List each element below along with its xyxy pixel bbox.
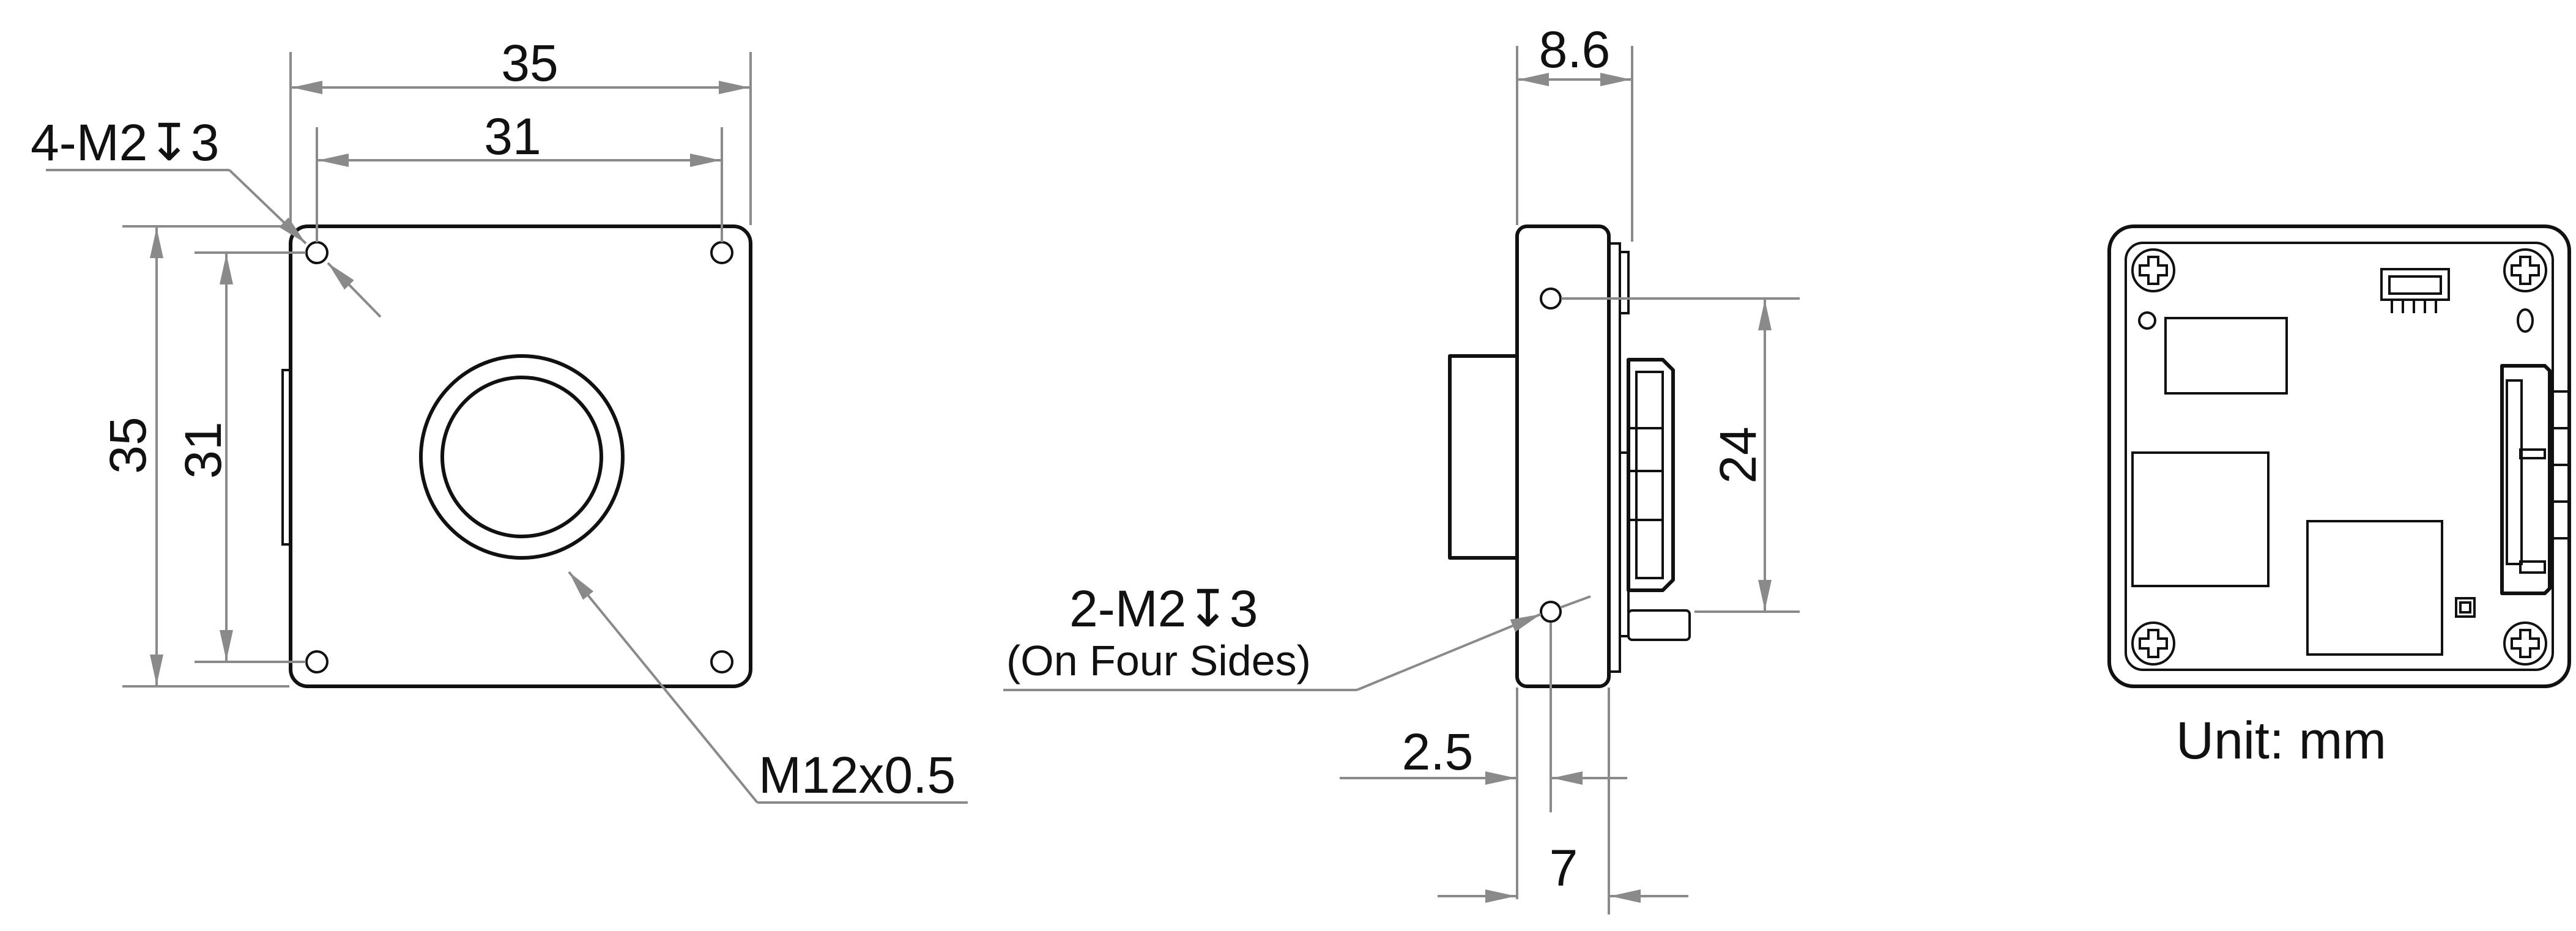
rear-chip-small — [2164, 317, 2288, 395]
front-side-tab — [281, 369, 291, 546]
side-view: 8.6 24 2-M2↧3 (On Four Sides) 2.5 7 — [1003, 21, 1800, 914]
side-component-top — [1619, 251, 1630, 314]
rear-screw-bottom-left — [2131, 621, 2175, 666]
label-on-four-sides: (On Four Sides) — [1006, 637, 1311, 684]
front-view: 35 31 35 31 4-M2↧3 M12x0.5 — [31, 34, 968, 804]
lens-mount-inner — [440, 376, 603, 538]
side-hole-top — [1540, 287, 1562, 310]
leader-4m2-tail — [327, 262, 382, 318]
rear-screw-top-left — [2131, 248, 2175, 292]
leader-4m2 — [228, 169, 307, 245]
label-2m2-holes: 2-M2↧3 — [1069, 580, 1258, 637]
label-hole-spacing-24: 24 — [1709, 426, 1767, 483]
mount-hole-bottom-right — [710, 650, 733, 673]
mount-hole-top-right — [710, 241, 733, 264]
rear-small-hole-left — [2138, 311, 2156, 330]
mount-hole-top-left — [305, 241, 328, 264]
lens-mount-outer — [419, 354, 625, 560]
rear-small-component — [2455, 597, 2476, 618]
rear-pcb-inner — [2125, 242, 2554, 671]
rear-usb-port — [2500, 364, 2569, 595]
side-tab-bottom — [1627, 609, 1691, 641]
side-usb-connector — [1627, 358, 1675, 592]
mount-hole-bottom-left — [305, 650, 328, 673]
rear-screw-bottom-right — [2503, 621, 2547, 666]
label-unit: Unit: mm — [2176, 711, 2386, 770]
leader-2m2 — [1356, 613, 1542, 691]
rear-slot-hole-right — [2517, 308, 2534, 333]
rear-chip-left — [2131, 451, 2270, 587]
rear-view: Unit: mm — [2107, 224, 2571, 770]
leader-2m2-tail — [1560, 595, 1591, 609]
label-width-31: 31 — [484, 108, 541, 165]
side-hole-bottom — [1540, 601, 1562, 623]
leader-m12 — [568, 571, 759, 804]
label-hole-offset-2-5: 2.5 — [1402, 723, 1474, 781]
rear-body-outer — [2107, 224, 2571, 688]
front-body-outline — [289, 224, 752, 688]
label-width-35: 35 — [501, 34, 558, 92]
label-depth-8-6: 8.6 — [1539, 21, 1611, 78]
label-lens-mount: M12x0.5 — [759, 746, 956, 804]
rear-top-connector — [2380, 268, 2450, 313]
side-lens-barrel — [1448, 354, 1517, 560]
label-4m2-holes: 4-M2↧3 — [31, 114, 219, 171]
side-usb-connector-inner — [1635, 371, 1664, 579]
label-height-35: 35 — [99, 417, 157, 473]
rear-screw-top-right — [2503, 248, 2547, 292]
rear-chip-center — [2306, 520, 2443, 656]
label-depth-7: 7 — [1550, 839, 1578, 897]
label-height-31: 31 — [174, 421, 232, 478]
